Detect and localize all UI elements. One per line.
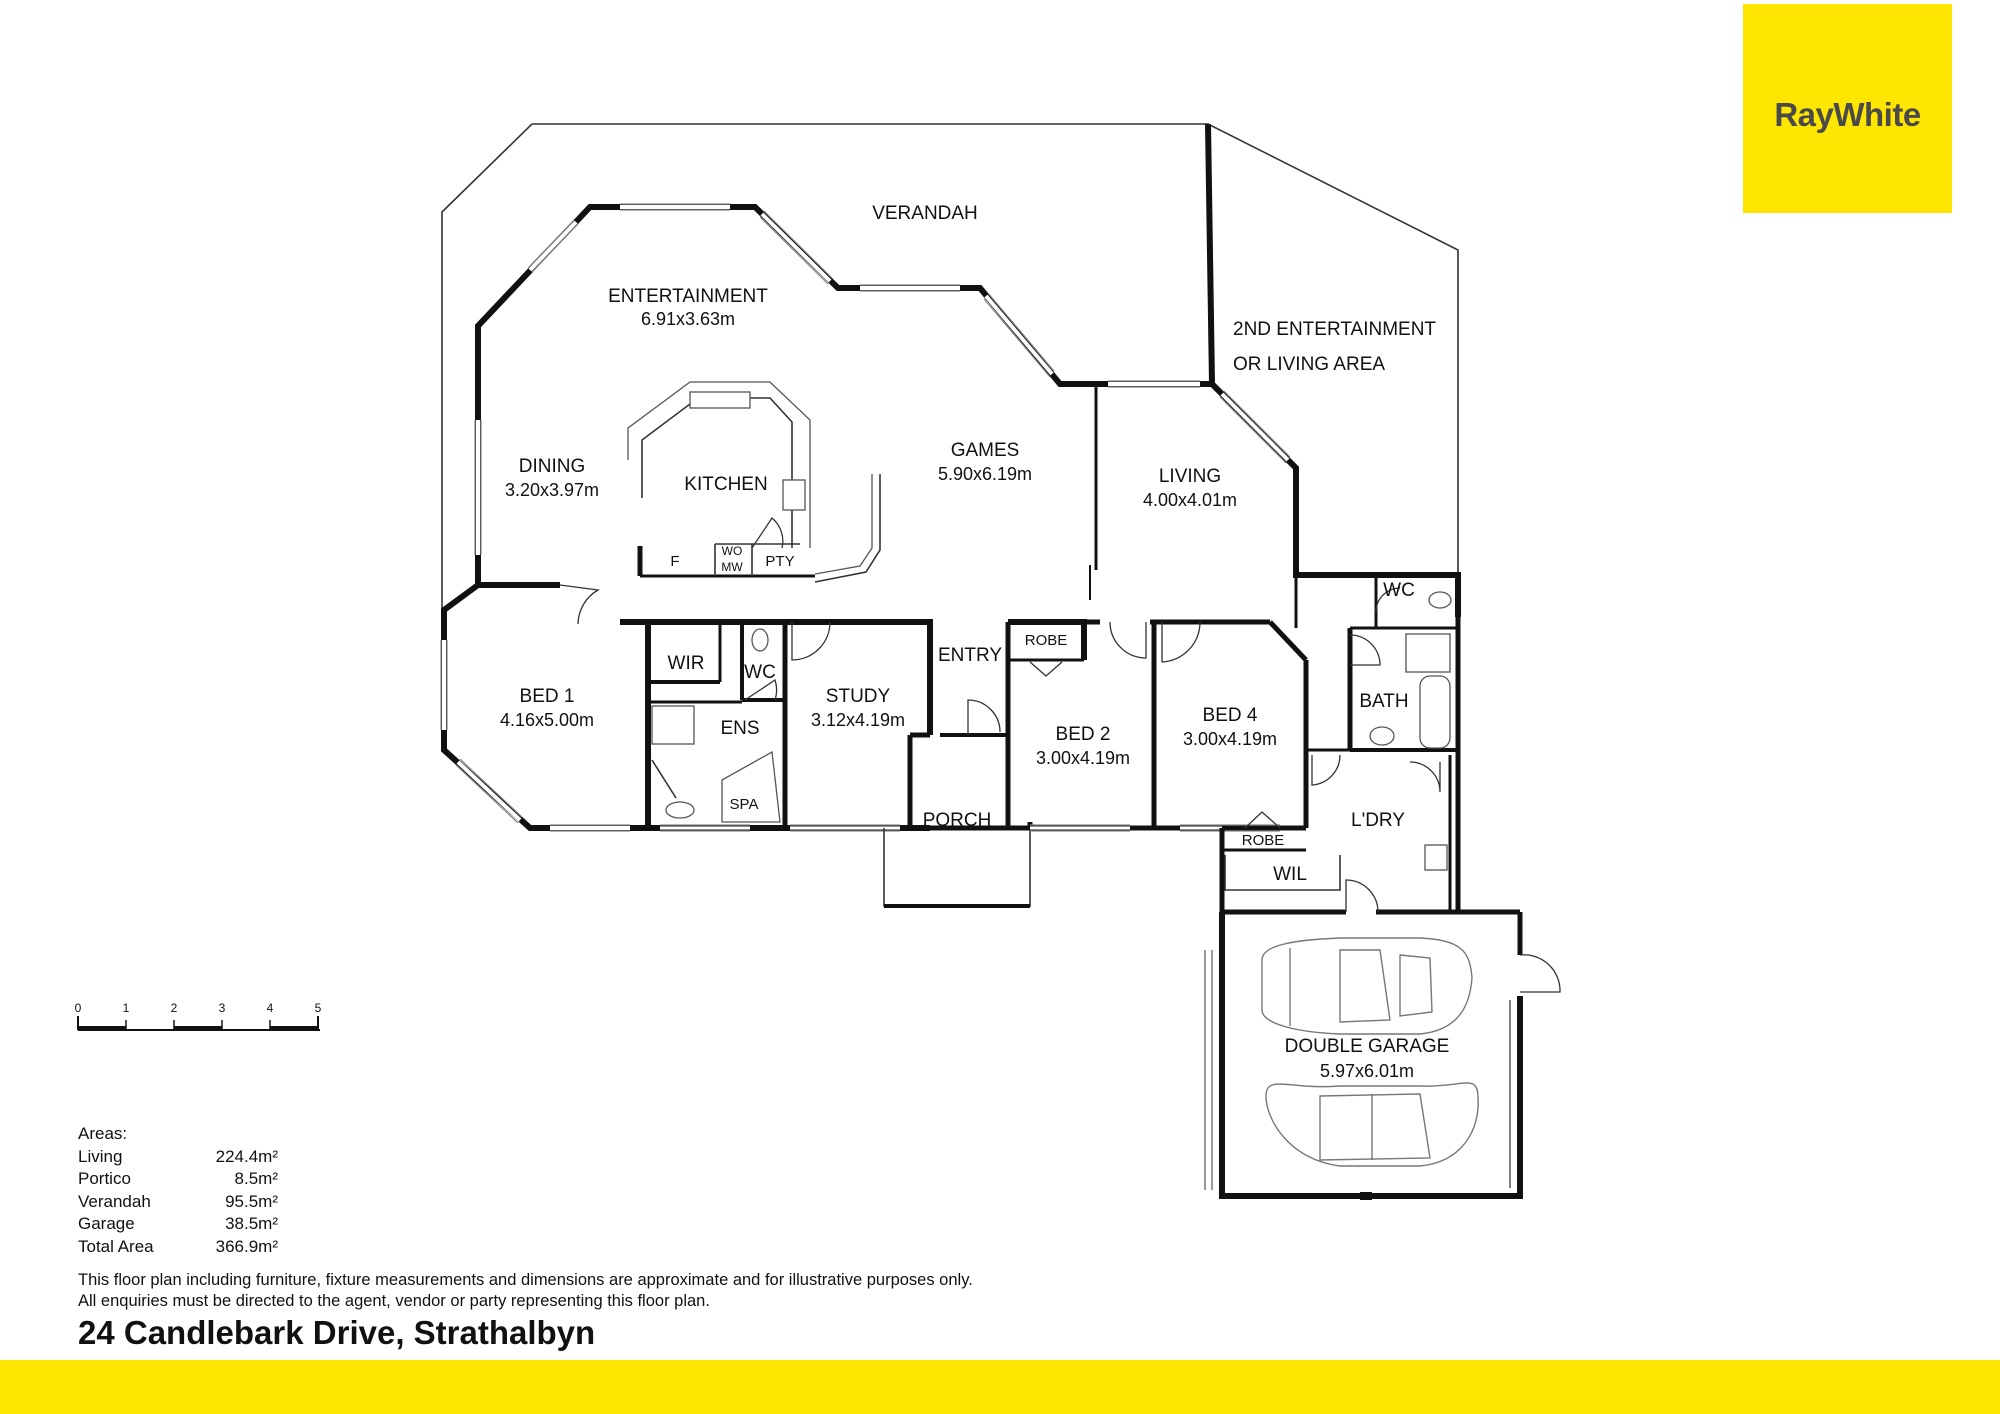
label-spa: SPA: [730, 796, 759, 813]
kitchen-cooktop: [782, 479, 806, 511]
label-pantry: PTY: [765, 553, 794, 570]
disclaimer: This floor plan including furniture, fix…: [78, 1270, 1178, 1312]
bath-shower: [1405, 633, 1451, 673]
label-bed2: BED 2: [1056, 724, 1111, 745]
area-row: Garage 38.5m²: [78, 1213, 278, 1236]
label-wir: WIR: [668, 653, 705, 674]
label-verandah: VERANDAH: [872, 203, 978, 224]
area-name: Verandah: [78, 1191, 151, 1211]
label-study: STUDY: [826, 686, 891, 707]
dims-study: 3.12x4.19m: [811, 710, 905, 730]
label-entry: ENTRY: [938, 645, 1002, 666]
area-value: 8.5m²: [234, 1169, 278, 1188]
window-ent-right: [760, 212, 832, 283]
verandah-divider: [1205, 123, 1215, 385]
dims-bed4: 3.00x4.19m: [1183, 729, 1277, 749]
wc-right-toilet: [1428, 591, 1452, 609]
laundry-tub: [1424, 844, 1448, 871]
kitchen-sink: [689, 391, 751, 409]
areas-table: Areas: Living 224.4m² Portico 8.5m² Vera…: [78, 1123, 278, 1258]
verandah-outline-left: [441, 123, 533, 610]
area-name: Living: [78, 1146, 123, 1166]
label-bed4: BED 4: [1203, 705, 1258, 726]
area-name: Garage: [78, 1214, 135, 1233]
bath-basin: [1369, 726, 1395, 746]
label-dining: DINING: [519, 456, 586, 477]
logo-text: RayWhite: [1774, 95, 1921, 133]
area-value: 366.9m²: [215, 1236, 278, 1256]
area-name: Total Area: [78, 1236, 154, 1256]
car-bottom: [1265, 1082, 1479, 1167]
footer-brand-bar: [0, 1360, 2000, 1414]
window-games-diag: [984, 294, 1054, 376]
kitchen-bench: [814, 474, 873, 575]
label-second-entertainment-2: OR LIVING AREA: [1233, 354, 1385, 375]
dims-living: 4.00x4.01m: [1143, 490, 1237, 510]
label-bath: BATH: [1359, 691, 1408, 712]
scale-tick-0: 0: [75, 1001, 82, 1015]
label-fridge: F: [670, 553, 679, 570]
label-porch: PORCH: [923, 810, 992, 831]
label-games: GAMES: [951, 440, 1020, 461]
car-top: [1261, 937, 1473, 1035]
dims-garage: 5.97x6.01m: [1320, 1061, 1414, 1081]
area-value: 38.5m²: [225, 1214, 278, 1233]
scale-tick-5: 5: [315, 1001, 322, 1015]
raywhite-logo: RayWhite: [1743, 4, 1952, 213]
window-living-diag: [1220, 392, 1290, 462]
label-laundry: L'DRY: [1351, 810, 1405, 831]
area-value: 224.4m²: [215, 1146, 278, 1166]
areas-title: Areas:: [78, 1124, 128, 1143]
main-wall-upper: [475, 204, 1461, 617]
scale-bar: 0 1 2 3 4 5: [75, 1001, 322, 1031]
property-address: 24 Candlebark Drive, Strathalbyn: [78, 1314, 596, 1351]
area-row: Living 224.4m²: [78, 1146, 278, 1169]
area-value: 95.5m²: [225, 1191, 278, 1211]
bathtub: [1419, 675, 1451, 749]
dims-bed1: 4.16x5.00m: [500, 710, 594, 730]
scale-tick-4: 4: [267, 1001, 274, 1015]
label-wc-right: WC: [1383, 580, 1415, 601]
verandah-outline: [532, 123, 1459, 576]
label-wo: WO: [722, 544, 743, 558]
area-row: Total Area 366.9m²: [78, 1236, 278, 1259]
ensuite-spa: [721, 750, 781, 823]
label-entertainment: ENTERTAINMENT: [608, 286, 768, 307]
area-name: Portico: [78, 1169, 131, 1188]
area-row: Portico 8.5m²: [78, 1168, 278, 1191]
label-ensuite: ENS: [720, 718, 759, 739]
scale-tick-3: 3: [219, 1001, 226, 1015]
label-wil: WIL: [1273, 864, 1307, 885]
ensuite-basin: [665, 801, 695, 819]
scale-tick-2: 2: [171, 1001, 178, 1015]
label-kitchen: KITCHEN: [684, 474, 767, 495]
kitchen-island: [627, 381, 811, 548]
label-bed1: BED 1: [520, 686, 575, 707]
label-second-entertainment-1: 2ND ENTERTAINMENT: [1233, 319, 1436, 340]
window-ent-diag: [528, 220, 578, 272]
label-garage: DOUBLE GARAGE: [1285, 1036, 1450, 1057]
disclaimer-line-2: All enquiries must be directed to the ag…: [78, 1292, 710, 1310]
label-living: LIVING: [1159, 466, 1221, 487]
porch-outline: [883, 828, 1031, 907]
label-robe-bed2: ROBE: [1025, 632, 1068, 649]
dims-games: 5.90x6.19m: [938, 464, 1032, 484]
disclaimer-line-1: This floor plan including furniture, fix…: [78, 1271, 973, 1289]
label-robe-bed4: ROBE: [1242, 832, 1285, 849]
label-wc-ensuite: WC: [744, 662, 776, 683]
scale-tick-1: 1: [123, 1001, 130, 1015]
dims-entertainment: 6.91x3.63m: [641, 309, 735, 329]
label-mw: MW: [721, 560, 743, 574]
ensuite-shower: [651, 705, 695, 745]
ensuite-toilet: [751, 628, 769, 652]
dims-dining: 3.20x3.97m: [505, 480, 599, 500]
area-row: Verandah 95.5m²: [78, 1191, 278, 1214]
dims-bed2: 3.00x4.19m: [1036, 748, 1130, 768]
